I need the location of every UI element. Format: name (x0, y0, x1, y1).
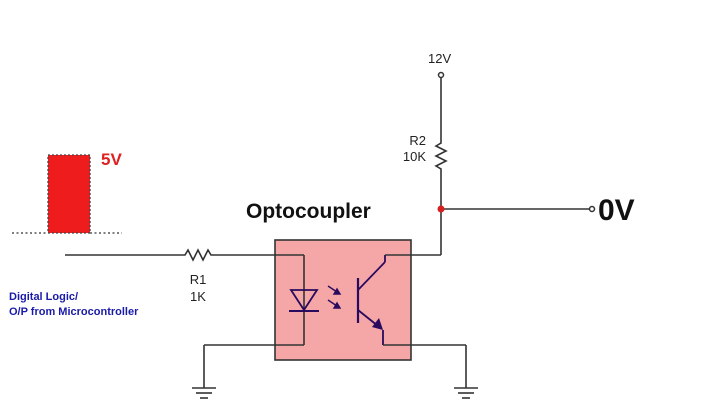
ground-icon (192, 387, 216, 399)
optocoupler-title: Optocoupler (246, 200, 371, 223)
source-line-1: Digital Logic/ (9, 291, 78, 303)
output-terminal (588, 205, 596, 213)
supply-label: 12V (428, 51, 451, 66)
square-pulse-icon (12, 154, 122, 234)
junction-dot (437, 205, 445, 213)
source-line-2: O/P from Microcontroller (9, 306, 139, 318)
output-label: 0V (598, 194, 635, 227)
ground-icon (454, 387, 478, 399)
r1-resistor-icon (182, 248, 214, 262)
led-diode-icon (289, 289, 319, 312)
r1-value: 1K (190, 289, 206, 304)
supply-terminal (437, 71, 445, 79)
pulse-label: 5V (101, 150, 122, 169)
r2-name: R2 (409, 133, 426, 148)
r2-resistor-icon (434, 140, 448, 172)
r2-value: 10K (403, 149, 426, 164)
optocoupler-package (274, 239, 412, 361)
r1-name: R1 (190, 272, 207, 287)
phototransistor-icon (356, 255, 386, 345)
light-emission-arrows-icon (327, 285, 342, 309)
